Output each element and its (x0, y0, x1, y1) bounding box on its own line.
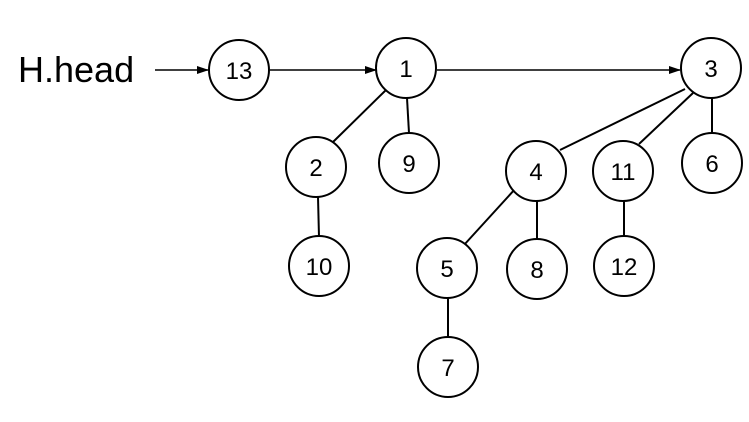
edge-3-4 (559, 88, 686, 151)
edge-3-11 (638, 92, 694, 145)
node-3: 3 (680, 37, 742, 99)
node-label: 13 (226, 58, 253, 85)
node-label: 5 (440, 256, 453, 283)
edge-1-9 (406, 97, 410, 134)
node-8: 8 (506, 238, 568, 300)
node-7: 7 (417, 336, 479, 398)
node-11: 11 (592, 140, 654, 202)
node-13: 13 (208, 39, 270, 101)
node-9: 9 (378, 132, 440, 194)
node-label: 10 (306, 254, 333, 281)
node-12: 12 (593, 235, 655, 297)
node-label: 6 (705, 151, 718, 178)
edge-2-10 (317, 196, 320, 238)
node-label: 12 (611, 254, 638, 281)
node-label: 2 (309, 155, 322, 182)
node-5: 5 (416, 237, 478, 299)
node-label: 11 (611, 159, 636, 186)
node-label: 4 (529, 159, 542, 186)
node-2: 2 (285, 136, 347, 198)
node-label: 8 (530, 257, 543, 284)
head-label: H.head (18, 49, 134, 90)
node-10: 10 (288, 235, 350, 297)
node-label: 7 (441, 355, 454, 382)
node-label: 3 (704, 56, 717, 83)
node-1: 1 (375, 37, 437, 99)
node-6: 6 (681, 132, 743, 194)
edge-4-5 (463, 187, 517, 246)
edge-1-2 (332, 88, 388, 143)
node-label: 1 (399, 56, 412, 83)
tree-edges (317, 88, 713, 339)
node-label: 9 (402, 151, 415, 178)
node-4: 4 (505, 140, 567, 202)
